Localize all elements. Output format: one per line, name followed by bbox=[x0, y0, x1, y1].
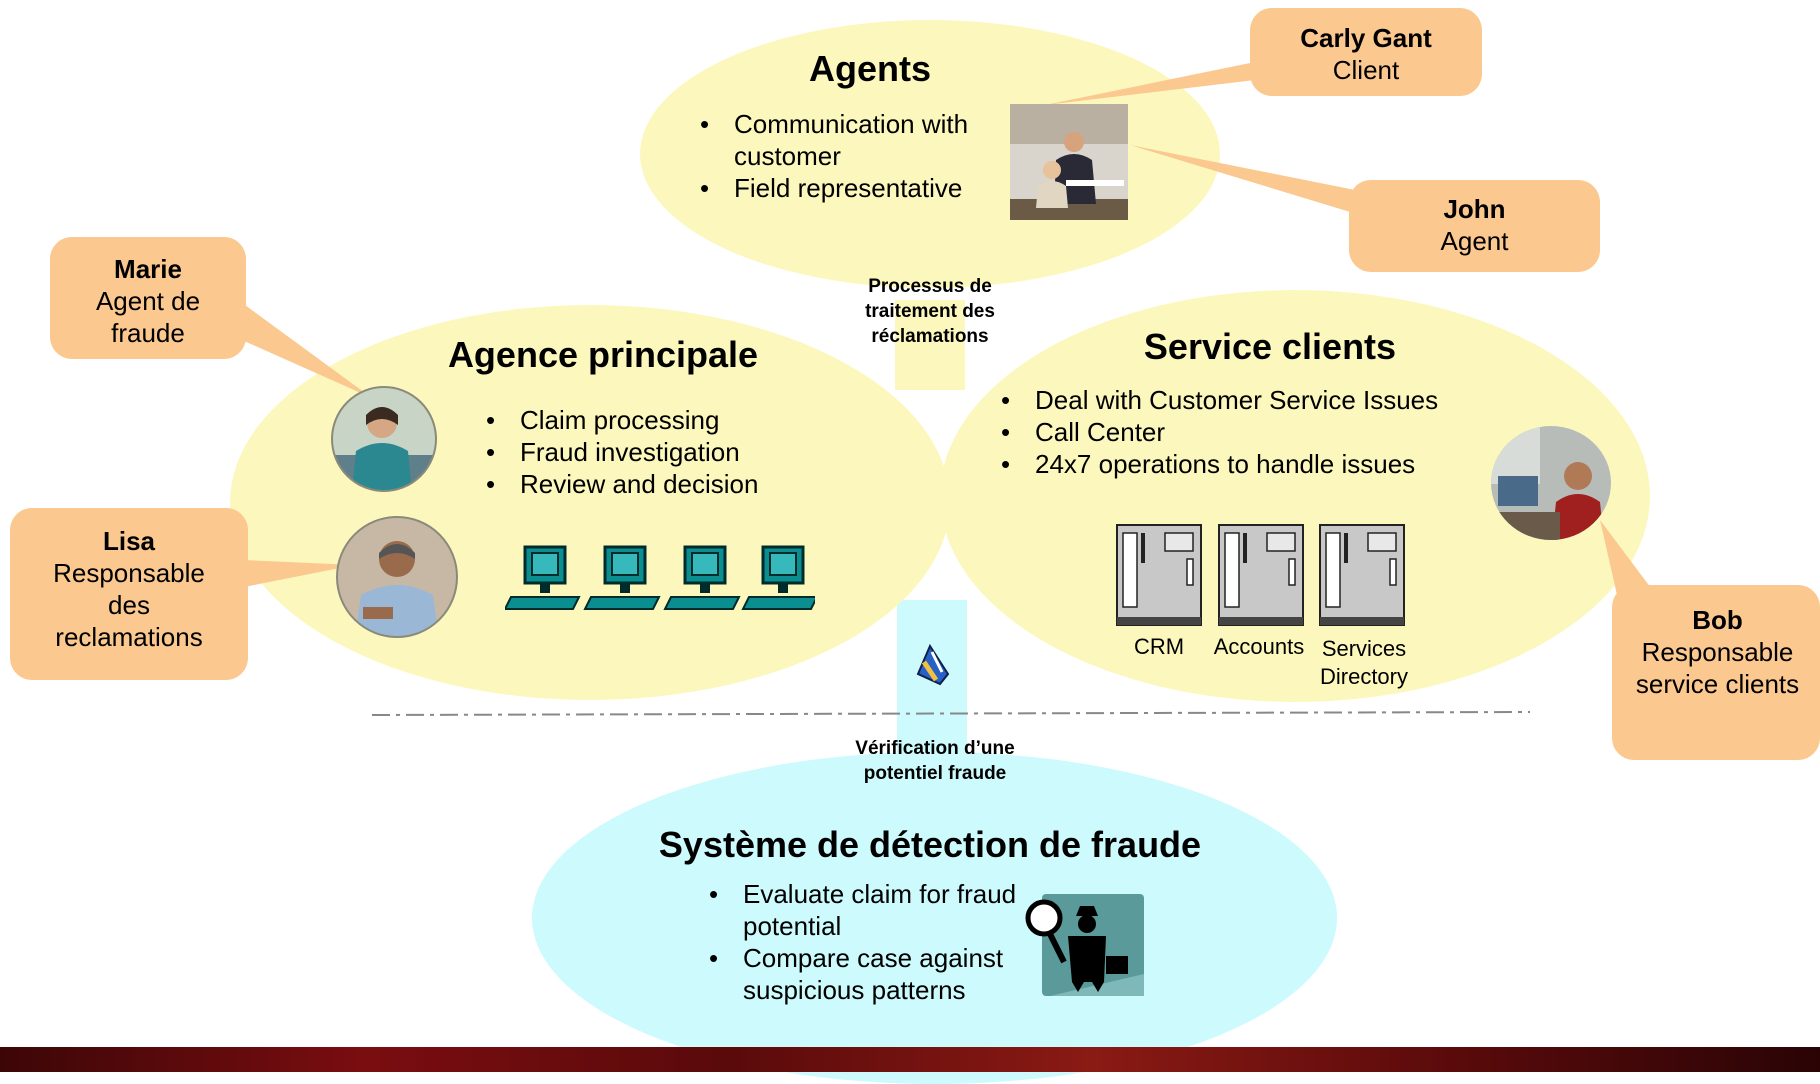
list-item: Field representative bbox=[700, 172, 1034, 204]
service-list: Deal with Customer Service Issues Call C… bbox=[995, 384, 1535, 480]
bob-callout bbox=[1612, 585, 1820, 760]
server-label-crm: CRM bbox=[1133, 634, 1185, 659]
computer-icon bbox=[663, 545, 741, 610]
carly-label: Carly Gant Client bbox=[1250, 22, 1482, 86]
bob-photo bbox=[1491, 426, 1611, 540]
detective-icon bbox=[1025, 894, 1144, 996]
connector-top bbox=[895, 300, 965, 390]
agence-list: Claim processing Fraud investigation Rev… bbox=[480, 404, 900, 500]
agence-title: Agence principale bbox=[447, 334, 759, 375]
john-name: John bbox=[1443, 194, 1506, 224]
carly-callout bbox=[1250, 8, 1482, 96]
lisa-callout bbox=[10, 508, 248, 680]
list-item: Call Center bbox=[1001, 416, 1535, 448]
bob-role: Responsable service clients bbox=[1635, 637, 1800, 699]
john-label: John Agent bbox=[1349, 193, 1600, 257]
list-item: Review and decision bbox=[486, 468, 900, 500]
list-item: Communication with customer bbox=[700, 108, 1034, 172]
fraude-title: Système de détection de fraude bbox=[658, 824, 1202, 865]
list-item: Deal with Customer Service Issues bbox=[1001, 384, 1535, 416]
servers bbox=[1116, 524, 1405, 626]
verification-label: Vérification d’une potentiel fraude bbox=[855, 738, 1015, 784]
list-item: Evaluate claim for fraud potential bbox=[709, 878, 1043, 942]
server-label-services-directory: Services Directory bbox=[1319, 636, 1408, 689]
process-label: Processus de traitement des réclamations bbox=[865, 276, 995, 347]
bob-name: Bob bbox=[1692, 605, 1743, 635]
computers bbox=[505, 545, 815, 610]
agence-ellipse bbox=[230, 305, 950, 700]
computer-icon bbox=[505, 545, 581, 610]
list-item: Claim processing bbox=[486, 404, 900, 436]
dashed-divider bbox=[371, 711, 1531, 716]
marie-name: Marie bbox=[114, 254, 182, 284]
agents-list: Communication with customer Field repres… bbox=[694, 108, 1034, 204]
list-item: 24x7 operations to handle issues bbox=[1001, 448, 1535, 480]
marie-callout bbox=[50, 237, 246, 359]
server-icon bbox=[1116, 524, 1202, 626]
carly-role: Client bbox=[1332, 55, 1400, 85]
lisa-role: Responsable des reclamations bbox=[53, 558, 205, 652]
server-label-accounts: Accounts bbox=[1213, 634, 1305, 659]
computer-icon bbox=[741, 545, 815, 610]
carly-name: Carly Gant bbox=[1300, 23, 1432, 53]
footer-band bbox=[0, 1047, 1820, 1072]
server-icon bbox=[1218, 524, 1304, 626]
list-item: Compare case against suspicious patterns bbox=[709, 942, 1043, 1006]
marie-pointer bbox=[215, 305, 372, 398]
bob-pointer bbox=[1600, 520, 1660, 600]
marie-label: Marie Agent de fraude bbox=[65, 253, 231, 349]
agents-photo bbox=[1010, 104, 1128, 220]
john-callout bbox=[1349, 180, 1600, 272]
data-transfer-icon bbox=[916, 644, 950, 686]
server-icon bbox=[1319, 524, 1405, 626]
agents-title: Agents bbox=[808, 48, 931, 89]
lisa-name: Lisa bbox=[102, 526, 156, 556]
lisa-label: Lisa Responsable des reclamations bbox=[34, 525, 224, 653]
lisa-pointer bbox=[244, 560, 355, 587]
marie-role: Agent de fraude bbox=[95, 286, 201, 348]
fraude-list: Evaluate claim for fraud potential Compa… bbox=[703, 878, 1043, 1006]
marie-photo bbox=[331, 386, 437, 492]
service-title: Service clients bbox=[1143, 326, 1397, 367]
john-pointer bbox=[1130, 145, 1360, 215]
carly-pointer bbox=[1045, 62, 1255, 105]
bob-label: Bob Responsable service clients bbox=[1630, 604, 1805, 700]
lisa-photo bbox=[336, 516, 458, 638]
computer-icon bbox=[583, 545, 661, 610]
list-item: Fraud investigation bbox=[486, 436, 900, 468]
john-role: Agent bbox=[1440, 226, 1509, 256]
